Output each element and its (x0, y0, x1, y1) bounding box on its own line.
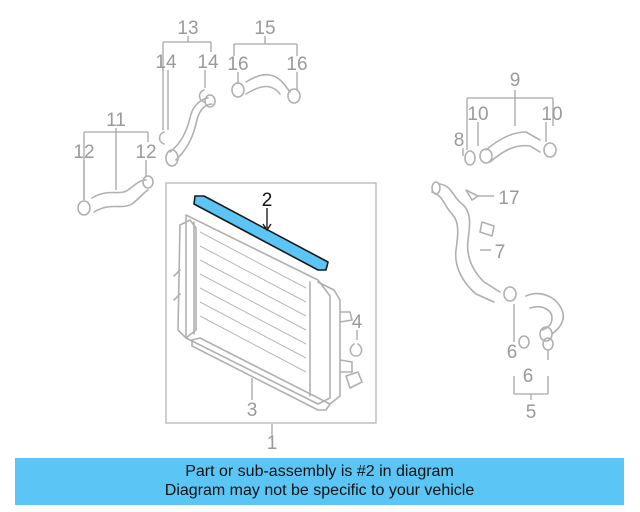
radiator-core (173, 214, 363, 405)
callout-14a: 14 (155, 52, 177, 73)
callout-17: 17 (498, 188, 519, 209)
banner-line-disclaimer: Diagram may not be specific to your vehi… (164, 482, 475, 499)
callout-10a: 10 (467, 104, 488, 125)
leader-2 (262, 208, 272, 232)
callout-13: 13 (177, 18, 198, 39)
hose-9 (464, 131, 557, 166)
parts-diagram: 1 2 3 4 5 6 6 7 8 9 10 10 11 12 12 13 14… (73, 18, 565, 454)
part-2-seal-strip (193, 195, 329, 271)
callout-15: 15 (254, 18, 275, 39)
callout-16b: 16 (286, 54, 307, 75)
callout-11: 11 (106, 110, 126, 131)
callout-4: 4 (352, 312, 363, 333)
hose-11 (77, 175, 154, 216)
callout-16a: 16 (227, 54, 248, 75)
callout-6a: 6 (507, 342, 518, 363)
callout-12b: 12 (135, 142, 156, 163)
part-4-clamp (349, 343, 363, 357)
hose-15 (231, 73, 301, 104)
callout-2: 2 (262, 190, 273, 211)
info-banner: Part or sub-assembly is #2 in diagram Di… (15, 458, 624, 505)
callout-7: 7 (495, 242, 506, 263)
callout-labels: 1 2 3 4 5 6 6 7 8 9 10 10 11 12 12 13 14… (73, 18, 562, 454)
callout-5: 5 (526, 402, 537, 423)
part-3-lower-strip (191, 337, 331, 411)
callout-1: 1 (267, 433, 278, 454)
leader-lines (83, 36, 554, 440)
callout-14b: 14 (197, 52, 219, 73)
pipe-7 (431, 181, 517, 303)
hose-5 (518, 292, 565, 351)
hose-13 (158, 89, 216, 167)
callout-6b: 6 (523, 366, 534, 387)
callout-8: 8 (454, 130, 465, 151)
banner-line-part: Part or sub-assembly is #2 in diagram (185, 463, 454, 480)
callout-12a: 12 (73, 142, 94, 163)
callout-3: 3 (247, 400, 258, 421)
callout-9: 9 (510, 70, 521, 91)
callout-10b: 10 (541, 104, 562, 125)
assembly-box (165, 182, 377, 424)
